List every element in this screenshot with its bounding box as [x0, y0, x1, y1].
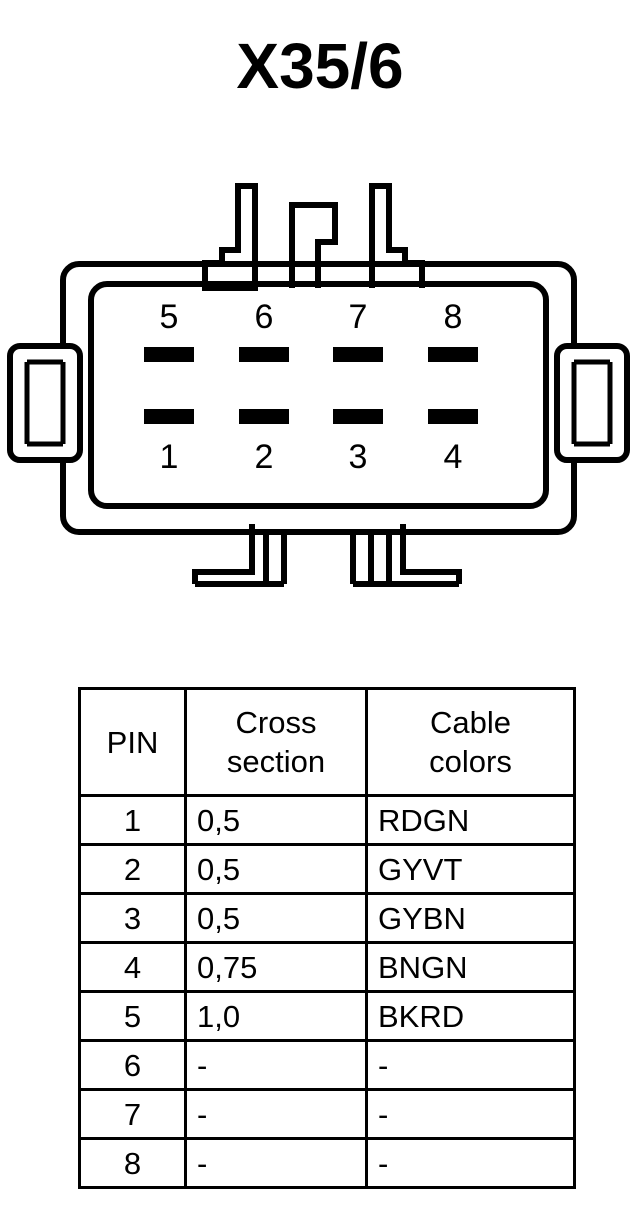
cell-cable-colors: BKRD: [365, 990, 576, 1042]
cell-cable-colors: RDGN: [365, 794, 576, 846]
bottom-right-hook-icon: [368, 529, 392, 584]
contact-blade-pin-5: [144, 347, 194, 362]
pin-number-1: 1: [160, 438, 179, 476]
contact-blade-pin-6: [239, 347, 289, 362]
column-header-cable-colors-line2: colors: [429, 744, 512, 779]
cell-cross-section: 0,5: [184, 843, 368, 895]
left-ear-slot-icon: [24, 359, 66, 447]
table-row: 4 0,75 BNGN: [78, 941, 576, 993]
cell-pin: 3: [78, 892, 187, 944]
cell-pin: 2: [78, 843, 187, 895]
table-header-row: PIN Cross section Cable colors: [78, 687, 576, 797]
column-header-cable-colors-line1: Cable: [430, 705, 511, 740]
pin-number-5: 5: [160, 298, 179, 336]
right-ear-slot-icon: [571, 359, 613, 447]
cell-cross-section: 0,75: [184, 941, 368, 993]
pin-number-3: 3: [349, 438, 368, 476]
cell-pin: 4: [78, 941, 187, 993]
column-header-cable-colors: Cable colors: [365, 687, 576, 797]
top-center-latch-icon: [289, 202, 338, 288]
column-header-cross-section-line1: Cross: [235, 705, 317, 740]
table-row: 7 - -: [78, 1088, 576, 1140]
column-header-pin: PIN: [78, 687, 187, 797]
connector-drawing: 5 6 7 8 1 2 3 4: [7, 183, 630, 587]
pin-number-4: 4: [444, 438, 463, 476]
bottom-left-hook-icon: [263, 529, 287, 584]
bottom-right-latch-icon: [400, 524, 462, 584]
cell-pin: 1: [78, 794, 187, 846]
cell-cable-colors: GYVT: [365, 843, 576, 895]
cell-cross-section: 1,0: [184, 990, 368, 1042]
table-row: 5 1,0 BKRD: [78, 990, 576, 1042]
contact-blade-pin-4: [428, 409, 478, 424]
table-row: 8 - -: [78, 1137, 576, 1189]
bottom-center-block-icon: [284, 529, 356, 584]
top-right-latch-icon: [369, 183, 425, 288]
cell-cable-colors: -: [365, 1039, 576, 1091]
cell-pin: 5: [78, 990, 187, 1042]
contact-blade-pin-3: [333, 409, 383, 424]
cell-cross-section: 0,5: [184, 892, 368, 944]
table-body: 1 0,5 RDGN 2 0,5 GYVT 3 0,5 GYBN 4 0,75 …: [78, 794, 576, 1189]
top-left-latch-icon: [202, 183, 258, 291]
cell-cross-section: -: [184, 1137, 368, 1189]
cell-cable-colors: -: [365, 1137, 576, 1189]
table-row: 3 0,5 GYBN: [78, 892, 576, 944]
contact-blade-pin-7: [333, 347, 383, 362]
column-header-cross-section-line2: section: [226, 744, 326, 779]
cell-cross-section: -: [184, 1039, 368, 1091]
table-row: 1 0,5 RDGN: [78, 794, 576, 846]
cell-cross-section: 0,5: [184, 794, 368, 846]
cell-cable-colors: -: [365, 1088, 576, 1140]
cell-cable-colors: BNGN: [365, 941, 576, 993]
cell-cross-section: -: [184, 1088, 368, 1140]
cell-pin: 7: [78, 1088, 187, 1140]
cell-cable-colors: GYBN: [365, 892, 576, 944]
cell-pin: 6: [78, 1039, 187, 1091]
contact-blade-pin-1: [144, 409, 194, 424]
contact-blade-pin-2: [239, 409, 289, 424]
connector-diagram: 5 6 7 8 1 2 3 4: [0, 180, 640, 590]
table-row: 2 0,5 GYVT: [78, 843, 576, 895]
pinout-table: PIN Cross section Cable colors 1 0,5 RDG…: [78, 687, 576, 1189]
bottom-left-latch-icon: [192, 524, 255, 584]
connector-inner-body: [88, 281, 549, 509]
cell-pin: 8: [78, 1137, 187, 1189]
contact-blade-pin-8: [428, 347, 478, 362]
table-row: 6 - -: [78, 1039, 576, 1091]
pin-number-2: 2: [255, 438, 274, 476]
page-title: X35/6: [236, 30, 404, 102]
pin-number-8: 8: [444, 298, 463, 336]
pin-number-6: 6: [255, 298, 274, 336]
connector-outer-housing: [60, 261, 577, 535]
column-header-cross-section: Cross section: [184, 687, 368, 797]
pin-number-7: 7: [349, 298, 368, 336]
